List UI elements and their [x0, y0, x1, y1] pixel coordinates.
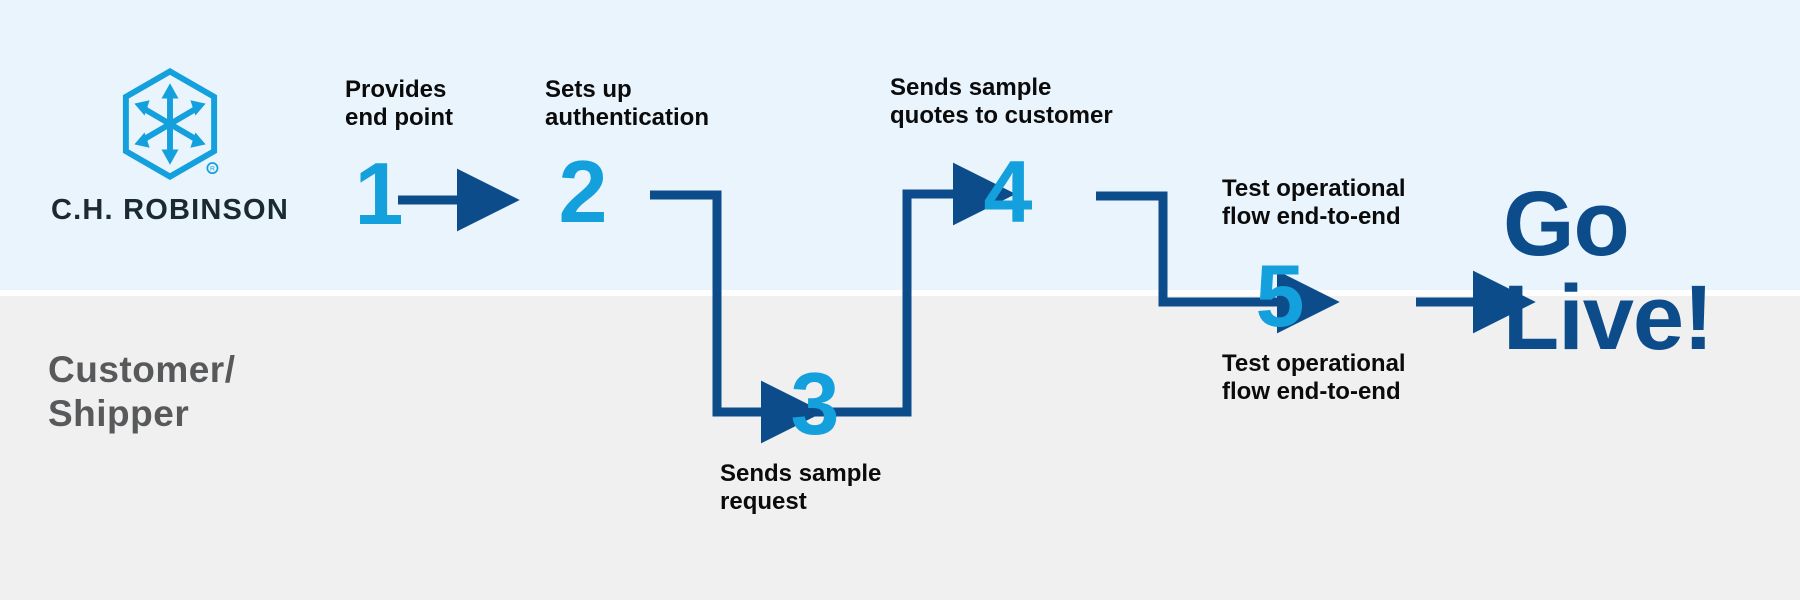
outcome-go-live: Go Live! [1503, 173, 1714, 369]
step-5-number: 5 [1255, 246, 1305, 345]
step-1-caption: Provides end point [345, 76, 453, 132]
step-4-caption: Sends sample quotes to customer [890, 74, 1113, 130]
step-5-caption-top: Test operational flow end-to-end [1222, 175, 1406, 231]
brand-logo: R C.H. ROBINSON [40, 68, 300, 227]
brand-wordmark: C.H. ROBINSON [51, 194, 289, 226]
svg-text:R: R [210, 166, 215, 173]
step-2-caption: Sets up authentication [545, 76, 710, 132]
step-5-caption-bottom: Test operational flow end-to-end [1222, 350, 1406, 406]
step-4-number: 4 [983, 142, 1033, 241]
lane-label-customer-shipper: Customer/ Shipper [48, 349, 236, 434]
step-3-number: 3 [790, 354, 840, 453]
hexagon-cube-arrows-icon: R [122, 68, 219, 180]
step-2-number: 2 [558, 142, 608, 241]
step-1-number: 1 [354, 144, 404, 243]
step-3-caption: Sends sample request [720, 460, 882, 516]
